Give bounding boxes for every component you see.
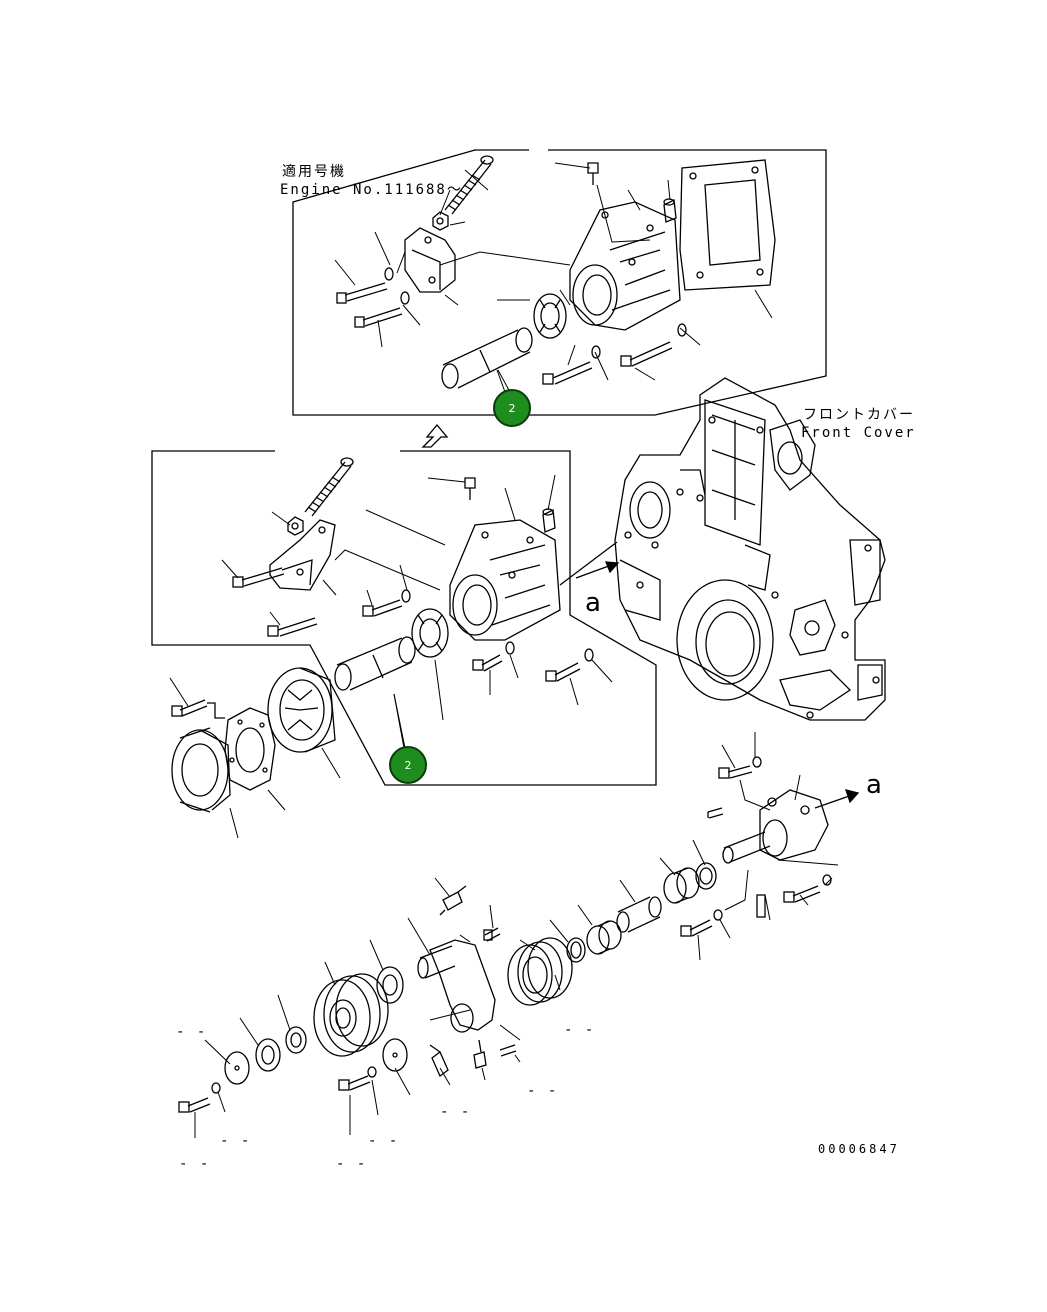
pulley-bolt [178,1097,211,1113]
upper-washer-3 [591,345,601,359]
coupling-leaders [169,677,341,839]
front-cover-arrow-a [559,541,620,586]
coupling-plate [224,707,276,791]
tensioner-bolt-right [783,885,821,903]
upper-washer-4 [677,323,687,337]
bushing [616,896,662,933]
dowel-lower [499,1044,517,1057]
arm-small-washer [367,1066,377,1078]
dash-mark: - - [368,1133,400,1149]
coupling-bolt [171,699,225,719]
lower-long-bolt [304,457,354,517]
upper-small-screw [587,162,599,185]
tension-arm [417,939,496,1033]
lower-bolt-3 [362,599,403,617]
pulley [313,973,389,1057]
snap-ring [566,937,586,963]
upper-gasket [679,159,776,291]
bearing-small [376,966,404,1004]
tensioner-washer-right [822,874,832,886]
front-cover [614,377,886,721]
upper-bearing [533,293,567,339]
dash-mark: - - [440,1104,472,1120]
tensioner-leader-lines [194,732,839,1138]
front-cover-label: Front Cover [801,425,916,441]
frame-arrow-icon [421,423,449,448]
lower-shaft [334,636,416,691]
drawing-number: 00006847 [818,1142,900,1156]
arm-bolt [483,927,501,942]
damper-spring [507,937,573,1006]
dash-mark: - - [179,1156,211,1172]
grease-fitting-lower [429,1044,449,1078]
dash-mark: - - [527,1083,559,1099]
tensioner-upper-bolt [718,765,753,779]
upper-plug [663,198,677,223]
seal-ring [695,862,717,890]
front-cover-label-jp: フロントカバー [803,407,915,423]
coupling-flange [171,727,231,813]
upper-washer-1 [384,267,394,281]
lower-washer-2 [505,641,515,655]
lower-nut [287,516,304,536]
pulley-washer [211,1082,221,1094]
upper-bolt-4 [620,341,673,367]
lower-washer-1 [401,589,411,603]
tensioner-arrow-a [814,789,860,809]
tensioner-bolt-lower [680,919,713,937]
callout-badge-lower[interactable]: 2 [389,746,427,784]
lower-variant-frame [151,450,657,786]
upper-leader-lines [334,162,773,393]
reference-letter-a-right: a [866,770,882,800]
tensioner-dowel [756,894,766,918]
upper-bolt-2 [354,307,403,328]
lower-bracket [269,519,336,591]
needle-bearing-1 [663,867,700,904]
lower-bolt-2 [267,617,318,637]
lower-bearing [411,608,449,658]
tensioner-upper-washer [752,756,762,768]
tensioner-washer-lower [713,909,723,921]
pulley-plate [224,1051,250,1085]
dash-mark: - - [564,1022,596,1038]
tensioner-bracket [722,789,829,864]
outer-bearing [255,1038,281,1072]
callout-leaders [393,369,511,749]
dash-mark: - - [336,1156,368,1172]
arm-washer [382,1038,408,1072]
arm-lower-bolt [338,1075,371,1091]
lower-washer-3 [584,648,594,662]
engine-serial-label-jp: 適用号機 [282,164,346,180]
lower-bolt-4 [472,654,503,672]
grease-fitting-upper [439,885,467,916]
upper-shaft [441,327,533,389]
coupling-rubber [267,667,336,753]
lower-plug [542,508,556,533]
upper-variant-frame [292,149,827,416]
upper-long-bolt [444,155,494,215]
inner-bearing [285,1026,307,1054]
tensioner-pin [707,807,724,819]
upper-bolt-3 [542,361,593,385]
lower-small-screw [464,477,476,500]
lower-drive-housing [449,519,561,641]
upper-drive-housing [569,201,681,331]
upper-bracket [404,227,456,293]
lower-bolt-1 [232,567,285,588]
callout-badge-upper[interactable]: 2 [493,389,531,427]
lower-leader-lines [221,474,613,749]
dash-mark: - - [176,1024,208,1040]
needle-bearing-2 [586,920,622,955]
upper-washer-2 [400,291,410,305]
reference-letter-a-left: a [585,588,601,618]
upper-bolt-1 [336,282,388,304]
upper-nut [432,211,449,231]
plug-lower [473,1039,487,1069]
lower-bolt-5 [545,662,581,682]
dash-mark: - - [220,1133,252,1149]
engine-serial-label: Engine No.111688～ [280,182,463,198]
